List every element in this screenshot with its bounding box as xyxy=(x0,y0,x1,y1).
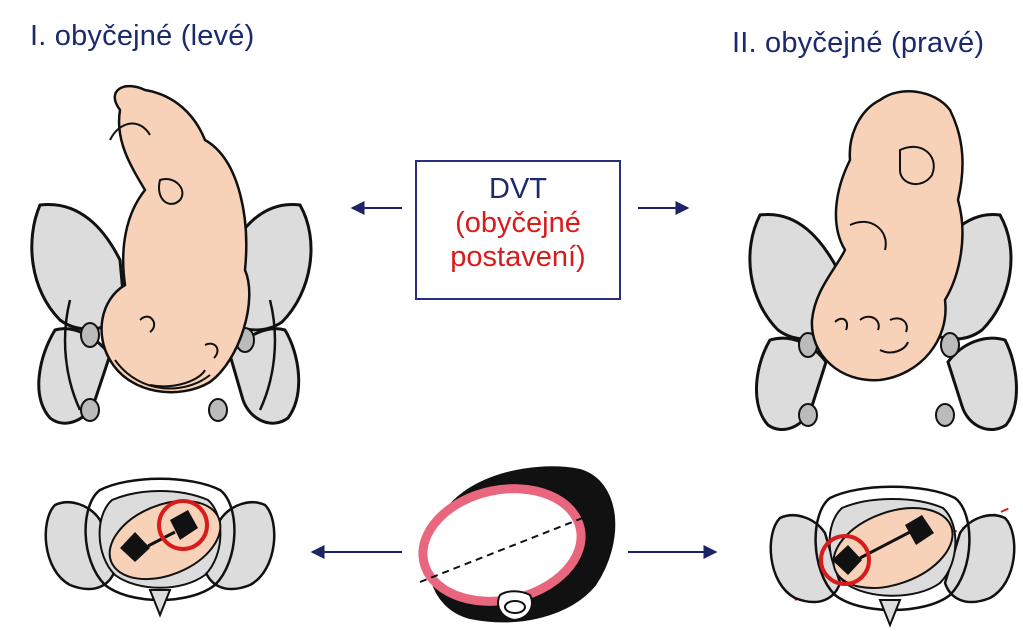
pelvis-bottom-right-icon xyxy=(769,485,1016,628)
center-box-subtitle-1: (obyčejné xyxy=(455,207,581,239)
center-box-subtitle-2: postavení) xyxy=(450,241,586,273)
fetus-left-icon xyxy=(100,84,251,394)
title-left-position: I. obyčejné (levé) xyxy=(30,20,255,52)
pelvic-inlet-center-icon xyxy=(418,466,616,623)
pelvis-bottom-left-icon xyxy=(44,477,276,618)
center-box-title: DVT xyxy=(489,173,547,205)
title-right-position: II. obyčejné (pravé) xyxy=(732,27,985,59)
center-label-box: DVT (obyčejné postavení) xyxy=(415,160,621,300)
fetus-right-icon xyxy=(810,90,964,382)
